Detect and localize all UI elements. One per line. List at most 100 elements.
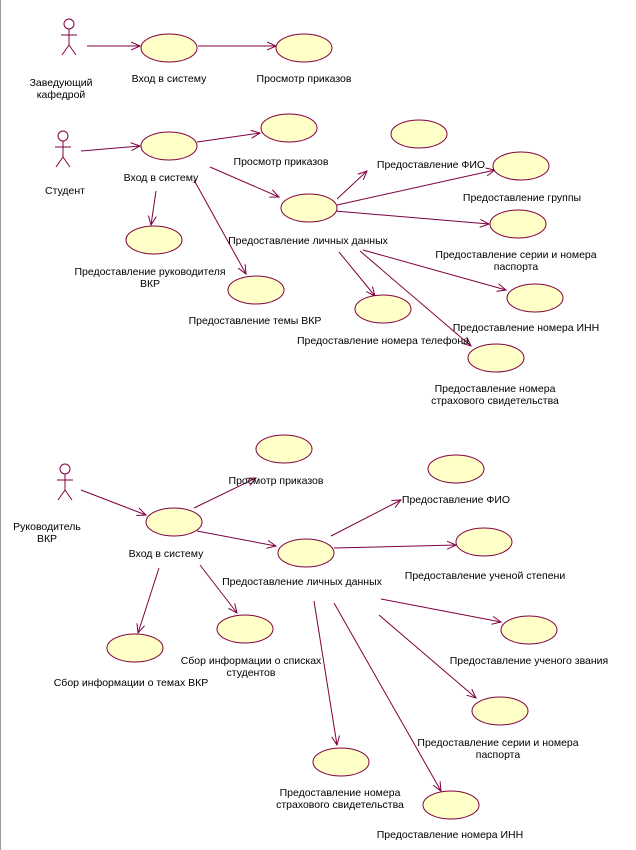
actor-label: Студент: [45, 185, 85, 197]
actor-stick-figure-icon: [55, 130, 71, 168]
association-arrow-15: [193, 478, 256, 509]
association-arrow-10: [334, 210, 489, 224]
association-arrow-9: [336, 170, 495, 206]
use-case-label: Предоставление ФИО: [402, 494, 510, 506]
association-arrow-5: [209, 166, 279, 197]
use-case-label: Предоставление номера ИНН: [453, 322, 599, 334]
association-arrow-22: [333, 602, 441, 791]
use-case-s2-fio[interactable]: Предоставление ФИО: [377, 119, 485, 171]
use-case-label: Предоставление личных данных: [228, 235, 389, 247]
use-case-ellipse: [275, 33, 333, 63]
use-case-s1-orders[interactable]: Просмотр приказов: [257, 33, 352, 85]
use-case-label: Просмотр приказов: [234, 156, 329, 168]
use-case-s3-topics[interactable]: Сбор информации о темах ВКР: [54, 633, 209, 689]
use-case-label: Предоставление группы: [463, 192, 581, 204]
use-case-ellipse: [354, 294, 412, 324]
association-arrow-14: [80, 489, 146, 515]
use-case-label: Предоставление темы ВКР: [189, 315, 322, 327]
use-case-label: Вход в систему: [132, 73, 207, 85]
use-case-label: Предоставление ФИО: [377, 159, 485, 171]
use-case-s2-group[interactable]: Предоставление группы: [463, 151, 581, 204]
use-case-ellipse: [455, 527, 513, 557]
use-case-ellipse: [216, 614, 274, 644]
use-case-ellipse: [140, 131, 198, 161]
actor-stick-figure-icon: [61, 18, 77, 56]
use-case-ellipse: [280, 193, 338, 223]
association-arrow-4: [196, 133, 260, 143]
use-case-ellipse: [427, 454, 485, 484]
association-arrow-13: [359, 250, 471, 346]
association-arrow-21: [313, 600, 337, 745]
association-arrow-23: [138, 567, 160, 633]
use-case-ellipse: [467, 343, 525, 373]
association-arrow-8: [336, 171, 367, 200]
use-case-label: Предоставление личных данных: [222, 576, 383, 588]
use-case-ellipse: [312, 747, 370, 777]
use-case-label: Предоставление ученого звания: [450, 655, 608, 667]
use-case-ellipse: [422, 790, 480, 820]
actor-stick-figure-icon: [57, 463, 73, 501]
use-case-s2-login[interactable]: Вход в систему: [124, 131, 199, 184]
association-arrow-20: [378, 614, 476, 698]
use-case-ellipse: [506, 283, 564, 313]
use-case-ellipse: [227, 275, 285, 305]
association-arrow-16: [196, 530, 276, 546]
use-case-s3-login[interactable]: Вход в систему: [129, 507, 204, 560]
association-arrow-6: [151, 190, 156, 225]
use-case-label: Предоставление ученой степени: [405, 570, 566, 582]
use-case-s2-topic[interactable]: Предоставление темы ВКР: [189, 275, 322, 327]
use-case-ellipse: [140, 33, 198, 63]
use-case-label: Просмотр приказов: [229, 475, 324, 487]
use-case-s3-personal[interactable]: Предоставление личных данных: [222, 538, 383, 588]
use-case-ellipse: [260, 113, 318, 143]
use-case-ellipse: [492, 151, 550, 181]
use-case-label: Предоставление номера телефона: [297, 335, 469, 347]
use-case-label: Предоставление номера ИНН: [377, 829, 523, 841]
use-case-label: Вход в систему: [124, 172, 199, 184]
use-case-s3-fio[interactable]: Предоставление ФИО: [402, 454, 510, 506]
use-case-ellipse: [489, 209, 547, 239]
use-case-ellipse: [471, 696, 529, 726]
association-arrow-12: [338, 251, 375, 296]
use-case-label: Сбор информации о темах ВКР: [54, 677, 209, 689]
use-case-s3-degree[interactable]: Предоставление ученой степени: [405, 527, 566, 582]
use-case-ellipse: [255, 434, 313, 464]
use-case-ellipse: [390, 119, 448, 149]
use-case-label: Вход в систему: [129, 548, 204, 560]
use-case-s3-orders[interactable]: Просмотр приказов: [229, 434, 324, 487]
actor-student[interactable]: Студент: [45, 130, 85, 197]
association-arrow-24: [199, 564, 237, 613]
use-case-s1-login[interactable]: Вход в систему: [132, 33, 207, 85]
use-case-s2-inn[interactable]: Предоставление номера ИНН: [453, 283, 599, 334]
use-case-s3-inn[interactable]: Предоставление номера ИНН: [377, 790, 523, 841]
use-case-s2-orders[interactable]: Просмотр приказов: [234, 113, 329, 168]
use-case-label: Просмотр приказов: [257, 73, 352, 85]
use-case-s2-phone[interactable]: Предоставление номера телефона: [297, 294, 469, 347]
use-case-ellipse: [500, 615, 558, 645]
use-case-s3-rank[interactable]: Предоставление ученого звания: [450, 615, 608, 667]
use-case-ellipse: [277, 538, 335, 568]
association-arrow-11: [362, 249, 506, 290]
association-arrow-19: [380, 598, 501, 622]
use-case-ellipse: [145, 507, 203, 537]
use-case-ellipse: [106, 633, 164, 663]
association-arrow-18: [333, 545, 456, 548]
use-case-s2-personal[interactable]: Предоставление личных данных: [228, 193, 389, 247]
